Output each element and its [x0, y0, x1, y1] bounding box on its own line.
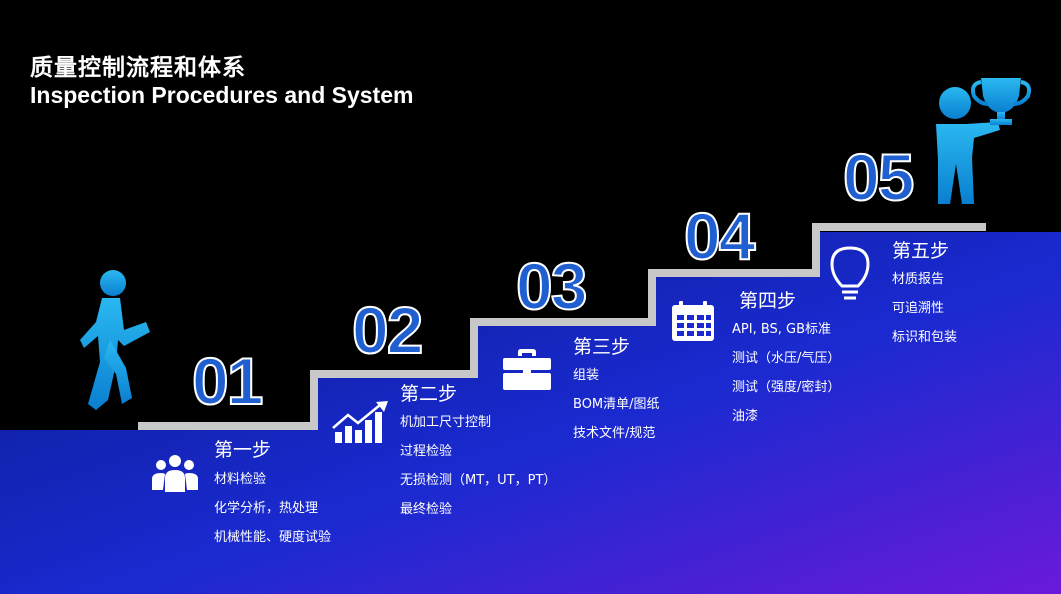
bar-chart-growth-icon — [332, 401, 388, 443]
page-title-en: Inspection Procedures and System — [30, 82, 414, 108]
stair-fill — [0, 232, 1061, 594]
step-2-item: 无损检测（MT，UT，PT） — [400, 473, 557, 488]
step-2-number: 02 — [351, 293, 424, 367]
step-3-item: 组装 — [573, 368, 600, 383]
step-5-title: 第五步 — [892, 240, 950, 262]
step-5-number: 05 — [842, 140, 915, 214]
step-3-item: BOM清单/图纸 — [573, 397, 660, 412]
stair-outline — [138, 223, 986, 430]
step-5-item: 材质报告 — [892, 272, 945, 287]
calendar-icon — [672, 301, 714, 341]
walking-man-figure — [80, 270, 150, 410]
step-2-title: 第二步 — [400, 383, 458, 405]
team-icon — [152, 455, 198, 492]
trophy-man-figure — [936, 78, 1032, 204]
step-5-item: 标识和包装 — [892, 330, 958, 345]
page-title-cn: 质量控制流程和体系 — [30, 55, 246, 81]
step-3-title: 第三步 — [573, 336, 631, 358]
step-3-items: 组装 BOM清单/图纸 技术文件/规范 — [573, 368, 660, 455]
step-5-items: 材质报告 可追溯性 标识和包装 — [892, 272, 957, 359]
step-1-number: 01 — [191, 344, 264, 418]
step-5-item: 可追溯性 — [892, 301, 945, 316]
step-2-item: 最终检验 — [400, 502, 453, 517]
step-4-title: 第四步 — [739, 290, 797, 312]
step-4-number: 04 — [683, 199, 756, 273]
step-3-item: 技术文件/规范 — [573, 426, 656, 441]
briefcase-icon — [503, 349, 551, 390]
step-4-item: 油漆 — [732, 409, 759, 424]
step-4-item: 测试（水压/气压） — [732, 351, 841, 366]
step-2-item: 过程检验 — [400, 444, 453, 459]
step-1-item: 材料检验 — [214, 472, 267, 487]
step-1-items: 材料检验 化学分析，热处理 机械性能、硬度试验 — [214, 472, 331, 559]
step-1-item: 机械性能、硬度试验 — [214, 530, 332, 545]
step-4-items: API, BS, GB标准 测试（水压/气压） 测试（强度/密封） 油漆 — [732, 322, 840, 438]
step-2-item: 机加工尺寸控制 — [400, 415, 492, 430]
step-2-items: 机加工尺寸控制 过程检验 无损检测（MT，UT，PT） 最终检验 — [400, 415, 556, 531]
step-4-item: API, BS, GB标准 — [732, 322, 832, 337]
step-1-title: 第一步 — [214, 439, 272, 461]
step-1-item: 化学分析，热处理 — [214, 501, 319, 516]
step-4-item: 测试（强度/密封） — [732, 380, 841, 395]
step-3-number: 03 — [515, 249, 588, 323]
lightbulb-icon — [830, 246, 870, 300]
